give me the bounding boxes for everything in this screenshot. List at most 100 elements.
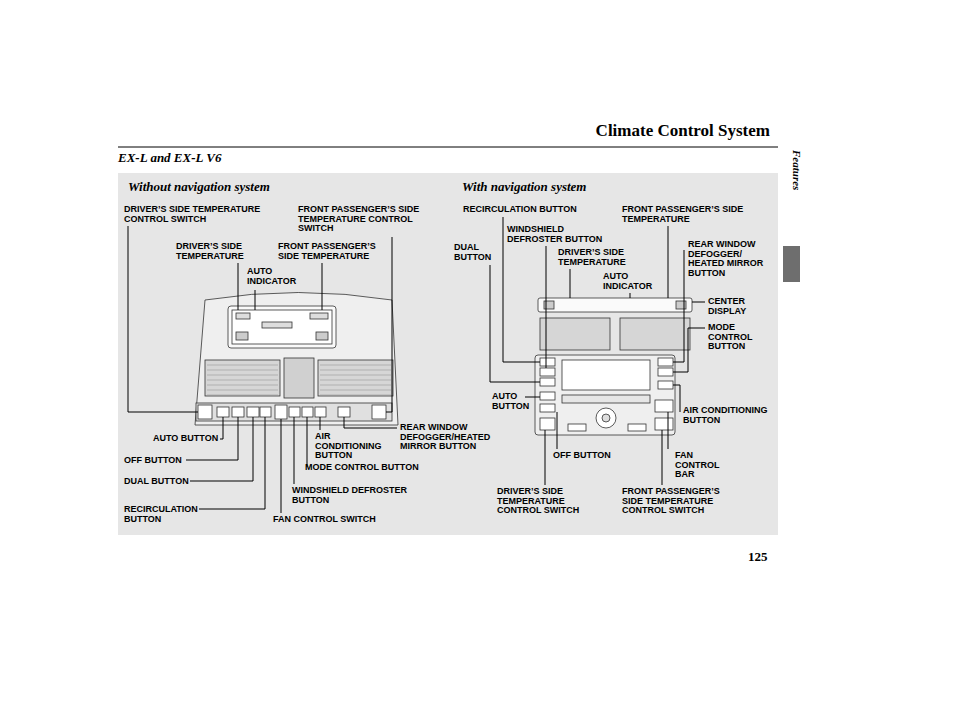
leader-lines-part [570,269,571,298]
callout-label: FRONT PASSENGER’S SIDE TEMPERATURE CONTR… [622,487,742,516]
climate-panel-right-part [540,392,555,400]
leader-lines-part [190,417,253,481]
callout-label: AIR CONDITIONING BUTTON [683,406,773,425]
page-frame [118,147,800,535]
section-tab: Features [791,150,803,190]
climate-panel-left-part [262,322,292,328]
leader-lines-part [630,293,631,298]
callout-label: FAN CONTROL SWITCH [273,515,403,525]
climate-panel-left-part [302,407,313,417]
climate-panel-left-part [372,405,386,419]
model-heading: EX-L and EX-L V6 [118,150,221,165]
callout-label: DRIVER’S SIDE TEMPERATURE [176,242,266,261]
vent-slats-part [207,390,278,391]
leader-lines-part [307,417,308,467]
leader-lines-part [545,430,546,485]
vent-slats-part [320,385,391,386]
vent-slats-part [207,385,278,386]
leader-lines-part [281,419,282,513]
vent-slats-part [207,370,278,371]
vent-slats-part [320,390,391,391]
page-frame-part [118,147,778,148]
page-title: Climate Control System [596,121,770,141]
callout-label: AIR CONDITIONING BUTTON [315,432,390,461]
climate-panel-left-part [310,313,328,319]
callout-label: MODE CONTROL BUTTON [708,323,770,352]
vent-slats-part [320,395,391,396]
vent-slats-part [207,395,278,396]
leader-lines-part [557,412,558,449]
callout-label: OFF BUTTON [553,451,643,461]
callout-label: OFF BUTTON [124,456,204,466]
climate-panel-right-part [568,424,586,431]
climate-panel-right-part [562,395,650,403]
climate-panel-right-part [540,358,555,366]
leader-lines-part [546,246,547,368]
climate-panel-right-part [658,368,673,376]
leader-lines-part [322,263,323,310]
climate-panel-left-part [284,358,314,398]
callout-label: FRONT PASSENGER’S SIDE TEMPERATURE CONTR… [298,205,448,234]
leader-lines-part [320,417,321,430]
climate-panel-right-part [540,318,610,350]
climate-panel-left-part [247,407,259,417]
leader-lines-part [673,250,684,362]
callout-label: RECIRCULATION BUTTON [463,205,613,215]
callout-label: AUTO INDICATOR [603,272,663,291]
callout-label: DUAL BUTTON [454,243,502,262]
climate-panel-left-part [260,407,271,417]
climate-panel-right-part [535,355,675,435]
climate-panel-right-part [620,318,690,350]
leader-lines-part [344,417,397,428]
climate-panel-left-part [289,407,300,417]
climate-panel-right-part [655,418,673,430]
climate-panel-left [195,293,398,426]
climate-panel-left-part [318,360,393,396]
leader-lines-part [294,417,295,484]
callout-label: REAR WINDOW DEFOGGER/ HEATED MIRROR BUTT… [688,240,768,278]
callout-label: WINDSHIELD DEFROSTER BUTTON [507,225,617,244]
climate-panel-left-part [236,332,248,340]
climate-panel-right-part [628,424,646,431]
leader-lines-part [668,226,669,298]
callout-label: FAN CONTROL BAR [675,451,735,480]
leader-lines-part [386,237,392,412]
callout-label: RECIRCULATION BUTTON [124,505,209,524]
callout-label: FRONT PASSENGER’S SIDE TEMPERATURE [278,242,388,261]
climate-panel-right-part [540,368,555,376]
leader-lines [128,217,705,513]
climate-panel-right-part [538,298,692,312]
callout-label: DRIVER’S SIDE TEMPERATURE CONTROL SWITCH [124,205,284,224]
climate-panel-left-part [232,310,332,344]
climate-panel-left-part [217,407,229,417]
climate-panel-right-part [596,408,616,428]
section-heading: With navigation system [462,179,586,194]
leader-lines-part [673,328,705,372]
climate-panel-left-part [316,332,328,340]
callout-label: DRIVER’S SIDE TEMPERATURE [558,248,638,267]
climate-panel-left-part [315,407,326,417]
callout-label: DRIVER’S SIDE TEMPERATURE CONTROL SWITCH [497,487,607,516]
callout-label: AUTO BUTTON [153,434,233,444]
callout-label: AUTO INDICATOR [247,267,307,286]
vent-slats-part [320,380,391,381]
climate-panel-right-part [540,378,555,386]
section-heading: Without navigation system [128,179,270,194]
leader-lines-part [490,265,540,382]
leader-lines-part [673,385,680,412]
callout-label: FRONT PASSENGER’S SIDE TEMPERATURE [622,205,772,224]
vent-slats-part [320,370,391,371]
climate-panel-right-part [602,414,610,422]
climate-panel-right-part [658,358,673,366]
vent-slats-part [320,365,391,366]
callout-label: REAR WINDOW DEFOGGER/HEATED MIRROR BUTTO… [400,423,510,452]
climate-panel-left-part [338,407,350,417]
vent-slats-part [207,375,278,376]
vent-slats-part [207,380,278,381]
vent-slats-part [320,375,391,376]
callout-label: MODE CONTROL BUTTON [305,463,445,473]
callout-label: DUAL BUTTON [124,477,204,487]
leader-lines-part [238,263,239,310]
